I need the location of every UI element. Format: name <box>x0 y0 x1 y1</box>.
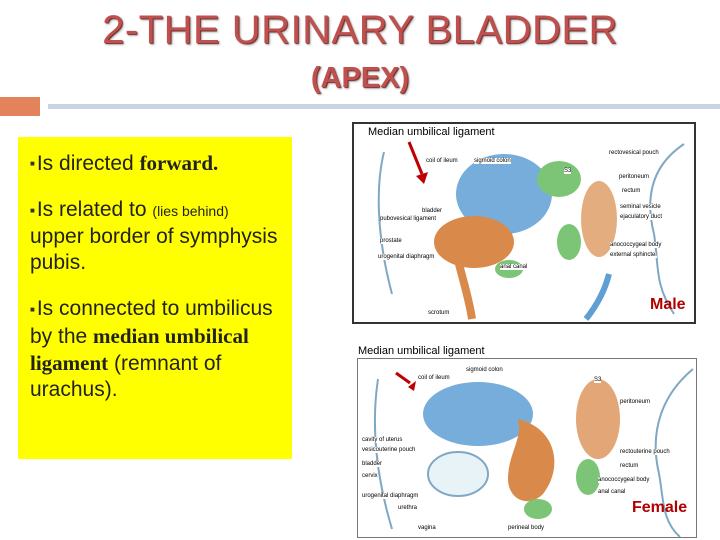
anatomy-label: coil of ileum <box>418 375 450 381</box>
anatomy-label: pubovesical ligament <box>380 216 437 222</box>
anatomy-label: cavity of uterus <box>362 437 403 443</box>
anatomy-label: sigmoid colon <box>466 367 503 373</box>
anatomy-label: urogenital diaphragm <box>362 493 419 499</box>
bullet-text: (remnant of urachus). <box>30 351 222 401</box>
square-bullet-icon: ■ <box>30 205 35 215</box>
bullet-emphasis: median umbilical ligament <box>30 323 249 375</box>
anatomy-label: bladder <box>422 208 443 214</box>
anatomy-label: scrotum <box>428 310 450 316</box>
square-bullet-icon: ■ <box>30 304 35 314</box>
anatomy-label: urogenital diaphragm <box>378 254 435 260</box>
bullet-emphasis: forward. <box>139 151 219 175</box>
anatomy-label: S3 <box>564 168 572 174</box>
anatomy-label: urethra <box>398 505 418 511</box>
anatomy-label: rectouterine pouch <box>620 449 670 455</box>
anatomy-label: coil of ileum <box>426 158 458 164</box>
square-bullet-icon: ■ <box>30 159 35 169</box>
anatomy-label: anal canal <box>500 264 528 270</box>
anatomy-label: vesicouterine pouch <box>362 447 416 453</box>
bullet-list: ■Is directed forward. ■Is related to (li… <box>30 150 288 423</box>
anatomy-label: vagina <box>418 525 436 531</box>
bullet-text: Is directed <box>36 152 140 175</box>
anatomy-label: S3 <box>594 377 602 383</box>
anatomy-label: peritoneum <box>620 399 651 405</box>
bullet-item-1: ■Is directed forward. <box>30 150 288 177</box>
bullet-text: Is connected to umbilicus by the <box>30 297 273 348</box>
anatomy-label: seminal vesicle <box>620 204 661 210</box>
figure-header: Median umbilical ligament <box>368 126 495 138</box>
anatomy-label: anal canal <box>598 489 626 495</box>
bullet-aside: (lies behind) <box>152 203 229 220</box>
anatomy-label: cervix <box>362 473 378 479</box>
female-label: Female <box>632 499 688 516</box>
anatomy-label: prostate <box>380 238 402 244</box>
figure-header: Median umbilical ligament <box>358 345 485 357</box>
divider-rule <box>48 104 720 109</box>
bullet-box <box>18 137 292 459</box>
anatomy-label: sigmoid colon <box>474 158 511 164</box>
anatomy-label: anococcygeal body <box>598 477 650 483</box>
anatomy-label: rectum <box>622 188 641 194</box>
bullet-text: Is related to <box>36 198 153 222</box>
slide-title: 2-THE URINARY BLADDER <box>102 8 618 52</box>
anatomy-label: rectum <box>620 463 639 469</box>
anatomy-label: peritoneum <box>619 174 650 180</box>
anatomy-label: anococcygeal body <box>610 242 662 248</box>
male-pelvis-figure: Median umbilical ligament coil of ileum … <box>352 122 696 324</box>
bullet-item-2: ■Is related to (lies behind) upper borde… <box>30 197 288 276</box>
female-pelvis-diagram <box>373 368 694 537</box>
accent-bar <box>0 97 40 116</box>
anatomy-label: bladder <box>362 461 383 467</box>
anatomy-label: rectovesical pouch <box>609 150 659 156</box>
male-label: Male <box>650 296 686 313</box>
anatomy-label: external sphincter <box>610 252 658 258</box>
bullet-item-3: ■Is connected to umbilicus by the median… <box>30 296 288 402</box>
bullet-text: upper border of symphysis pubis. <box>30 225 278 275</box>
female-pelvis-figure: coil of ileum sigmoid colon S3 peritoneu… <box>357 358 697 538</box>
anatomy-label: perineal body <box>508 525 545 531</box>
anatomy-label: ejaculatory duct <box>620 214 663 220</box>
slide-subtitle: (APEX) <box>310 62 410 94</box>
male-pelvis-diagram <box>377 141 685 321</box>
